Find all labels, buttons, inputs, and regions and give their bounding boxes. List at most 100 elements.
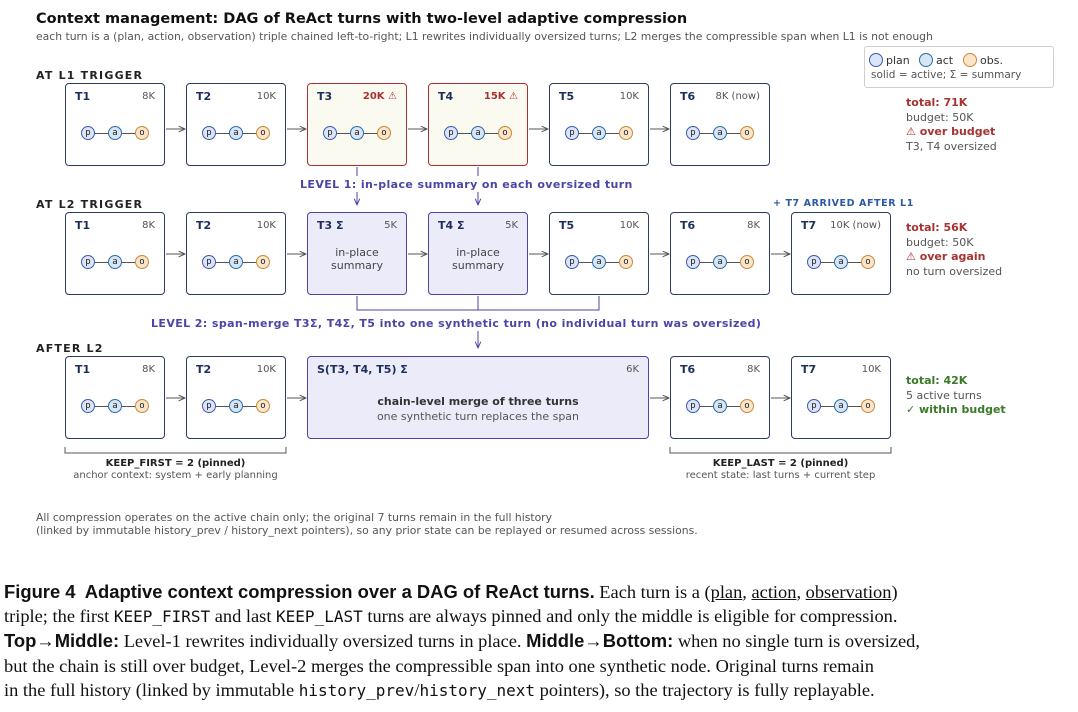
turn-name: T1 bbox=[75, 90, 91, 103]
legend: plan act obs. solid = active; Σ = summar… bbox=[864, 46, 1054, 88]
total-tokens: total: 71K bbox=[906, 96, 968, 109]
total-tokens: total: 42K bbox=[906, 374, 968, 387]
turn-l2-t4-summary: T4 Σ 5K in-place summary bbox=[428, 212, 528, 295]
status-after: total: 42K 5 active turns ✓ within budge… bbox=[906, 374, 1006, 418]
act-node-icon: a bbox=[834, 255, 848, 269]
level-2-label: LEVEL 2: span-merge T3Σ, T4Σ, T5 into on… bbox=[151, 317, 762, 330]
legend-act: act bbox=[919, 53, 953, 67]
turn-tokens: 10K (now) bbox=[830, 220, 881, 231]
status-l2: total: 56K budget: 50K ⚠ over again no t… bbox=[906, 221, 1002, 279]
budget-flag: ⚠ over budget bbox=[906, 125, 996, 138]
turn-name: T7 bbox=[801, 219, 817, 232]
plan-node-icon: p bbox=[807, 399, 821, 413]
section-l1-trigger: AT L1 TRIGGER bbox=[36, 69, 144, 82]
act-node-icon: a bbox=[108, 126, 122, 140]
turn-tokens: 5K bbox=[505, 220, 518, 231]
turn-tokens: 6K bbox=[626, 364, 639, 375]
figure-caption: Figure 4 Adaptive context compression ov… bbox=[4, 581, 920, 700]
turn-name: T1 bbox=[75, 363, 91, 376]
act-node-icon: a bbox=[229, 126, 243, 140]
turn-tokens: 10K bbox=[256, 220, 276, 231]
turn-name: T4 Σ bbox=[438, 219, 465, 232]
act-swatch-icon bbox=[919, 53, 933, 67]
turn-tokens: 5K bbox=[384, 220, 397, 231]
keep-first-label: KEEP_FIRST = 2 (pinned) bbox=[105, 458, 246, 469]
diagram-subtitle: each turn is a (plan, action, observatio… bbox=[36, 30, 933, 43]
plan-node-icon: p bbox=[202, 255, 216, 269]
act-node-icon: a bbox=[108, 399, 122, 413]
turn-tokens: 10K bbox=[861, 364, 881, 375]
turn-tokens: 8K bbox=[747, 364, 760, 375]
turn-after-synthetic-merge: S(T3, T4, T5) Σ 6K chain-level merge of … bbox=[307, 356, 649, 439]
act-node-icon: a bbox=[108, 255, 122, 269]
section-l2-trigger: AT L2 TRIGGER bbox=[36, 198, 144, 211]
keep-last-label: KEEP_LAST = 2 (pinned) bbox=[712, 458, 849, 469]
act-node-icon: a bbox=[471, 126, 485, 140]
summary-text: in-place bbox=[456, 246, 500, 259]
obs-node-icon: o bbox=[861, 255, 875, 269]
total-tokens: total: 56K bbox=[906, 221, 968, 234]
turn-name: T6 bbox=[680, 90, 696, 103]
keep-last-bracket bbox=[669, 447, 892, 454]
plan-node-icon: p bbox=[81, 255, 95, 269]
turn-tokens: 8K (now) bbox=[715, 91, 760, 102]
obs-swatch-icon bbox=[963, 53, 977, 67]
budget: budget: 50K bbox=[906, 110, 974, 124]
obs-node-icon: o bbox=[619, 255, 633, 269]
status-l1: total: 71K budget: 50K ⚠ over budget T3,… bbox=[906, 96, 997, 154]
legend-note: solid = active; Σ = summary bbox=[871, 69, 1022, 81]
obs-node-icon: o bbox=[135, 126, 149, 140]
turn-name: T3 Σ bbox=[317, 219, 344, 232]
turn-tokens: 10K bbox=[619, 220, 639, 231]
plan-node-icon: p bbox=[202, 399, 216, 413]
budget-flag: ✓ within budget bbox=[906, 403, 1006, 416]
turn-name: T2 bbox=[196, 363, 212, 376]
obs-node-icon: o bbox=[740, 126, 754, 140]
act-node-icon: a bbox=[592, 126, 606, 140]
legend-obs: obs. bbox=[963, 53, 1003, 67]
turn-tokens: 8K bbox=[142, 91, 155, 102]
plan-node-icon: p bbox=[444, 126, 458, 140]
plan-node-icon: p bbox=[565, 255, 579, 269]
obs-node-icon: o bbox=[619, 126, 633, 140]
status-note: no turn oversized bbox=[906, 264, 1003, 278]
act-node-icon: a bbox=[229, 255, 243, 269]
keep-first-sub: anchor context: system + early planning bbox=[73, 470, 278, 481]
act-node-icon: a bbox=[229, 399, 243, 413]
summary-text: in-place bbox=[335, 246, 379, 259]
section-after-l2: AFTER L2 bbox=[36, 342, 104, 355]
act-node-icon: a bbox=[592, 255, 606, 269]
plan-node-icon: p bbox=[686, 126, 700, 140]
keep-first-bracket bbox=[64, 447, 287, 454]
keep-last-sub: recent state: last turns + current step bbox=[685, 470, 876, 481]
act-node-icon: a bbox=[713, 255, 727, 269]
plan-node-icon: p bbox=[323, 126, 337, 140]
summary-text: summary bbox=[331, 259, 383, 272]
plan-swatch-icon bbox=[869, 53, 883, 67]
budget: budget: 50K bbox=[906, 235, 974, 249]
plan-node-icon: p bbox=[686, 255, 700, 269]
status-note: T3, T4 oversized bbox=[906, 139, 997, 153]
obs-node-icon: o bbox=[498, 126, 512, 140]
summary-text: summary bbox=[452, 259, 504, 272]
turn-name: T2 bbox=[196, 90, 212, 103]
